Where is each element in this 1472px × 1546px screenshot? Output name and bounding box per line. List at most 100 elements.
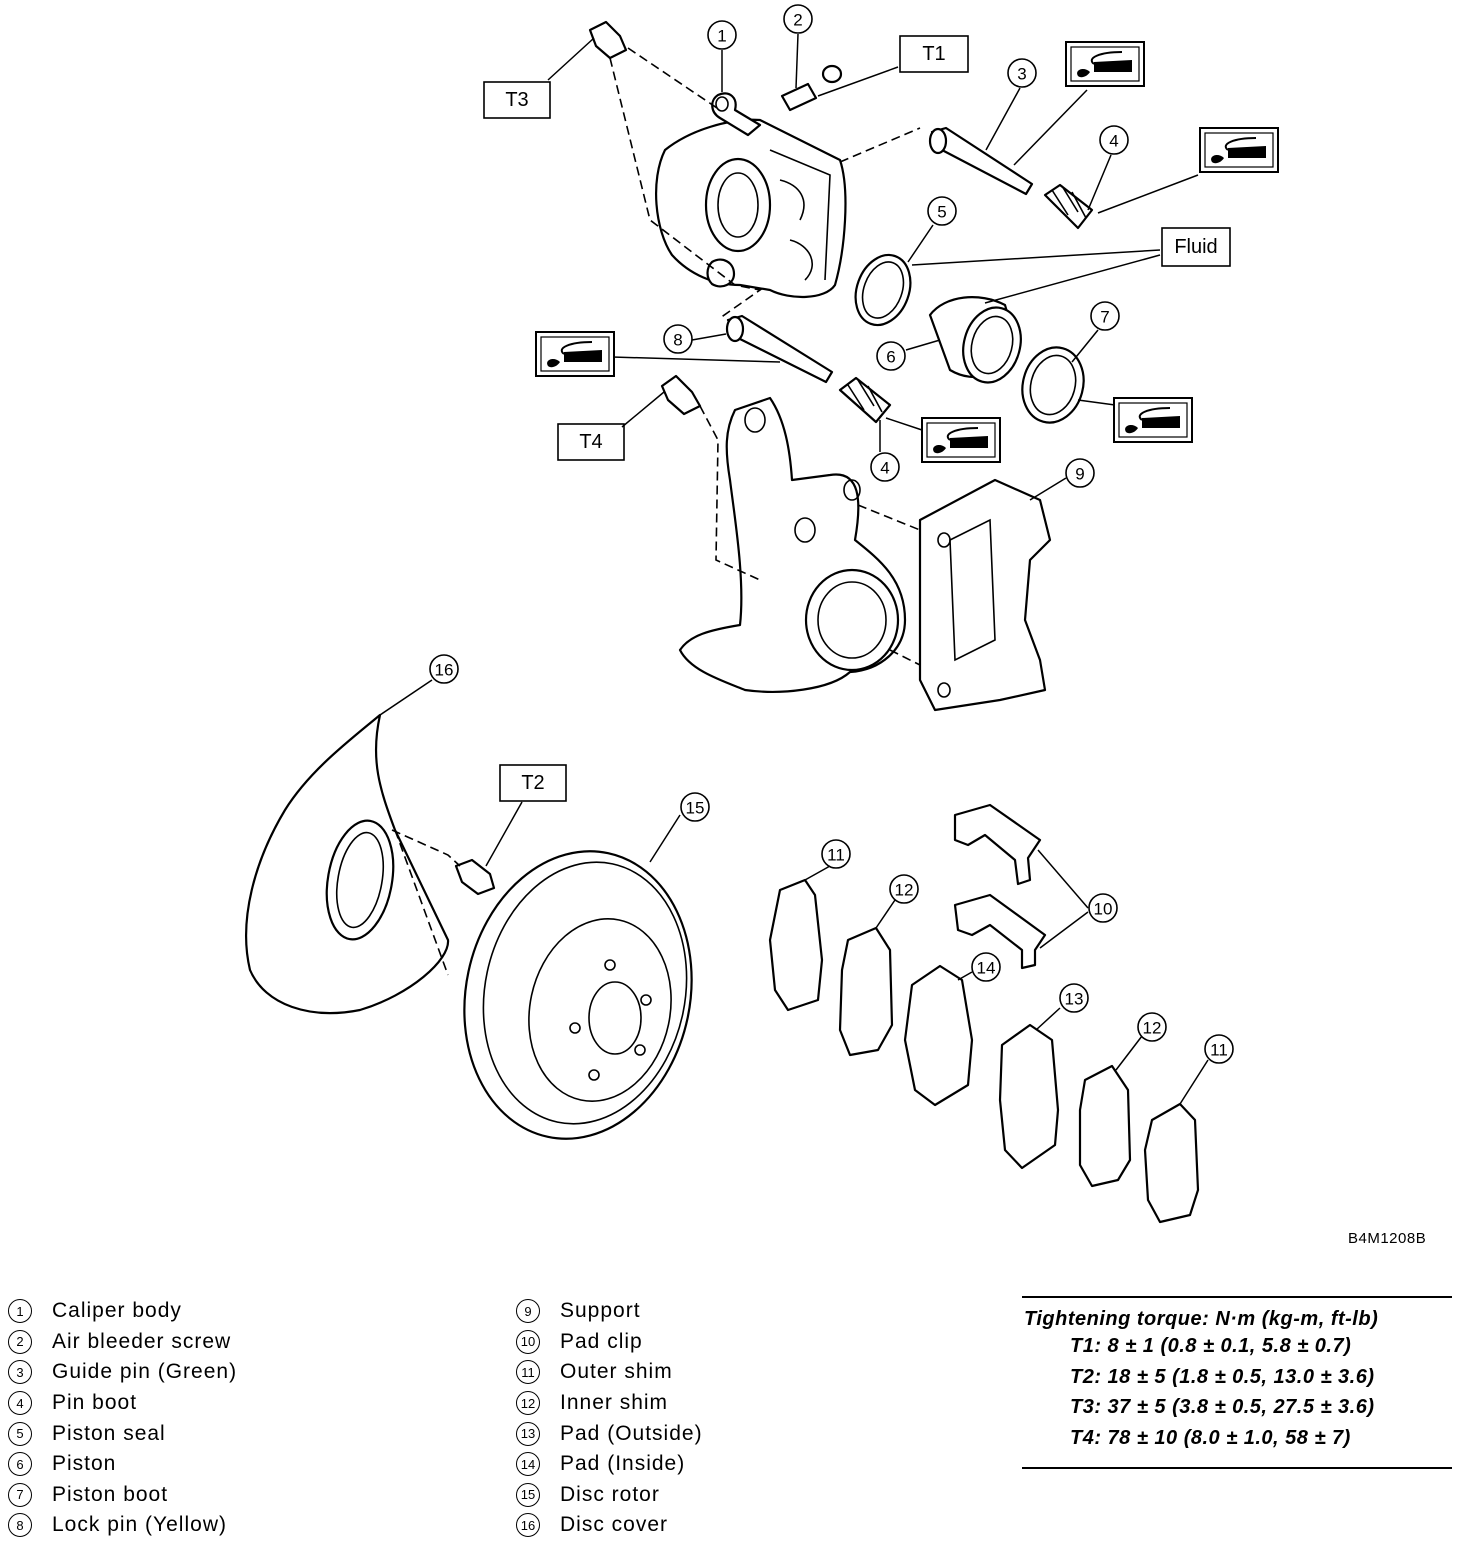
grease-tube-icon bbox=[535, 331, 615, 377]
legend-label: Guide pin (Green) bbox=[52, 1360, 238, 1384]
svg-text:13: 13 bbox=[1065, 990, 1084, 1009]
legend-item: 4 Pin boot bbox=[8, 1388, 237, 1419]
tag-fluid: Fluid bbox=[1161, 227, 1231, 267]
assembly-dash-lines bbox=[391, 47, 921, 976]
legend-number: 13 bbox=[516, 1421, 540, 1446]
piston-seal-drawing bbox=[854, 253, 912, 327]
legend-item: 8 Lock pin (Yellow) bbox=[8, 1510, 237, 1541]
tag-t3: T3 bbox=[483, 81, 551, 119]
svg-text:5: 5 bbox=[937, 203, 946, 222]
legend-label: Inner shim bbox=[560, 1391, 669, 1415]
outer-shim-left-drawing bbox=[768, 878, 824, 1012]
callout-8: 8 bbox=[663, 324, 693, 354]
figure-code: B4M1208B bbox=[1348, 1230, 1427, 1247]
callout-3: 3 bbox=[1007, 58, 1037, 88]
svg-text:3: 3 bbox=[1017, 65, 1026, 84]
legend-label: Pad (Outside) bbox=[560, 1421, 703, 1445]
legend-label: Lock pin (Yellow) bbox=[52, 1513, 227, 1537]
callout-6: 6 bbox=[876, 341, 906, 371]
torque-line: T4: 78 ± 10 (8.0 ± 1.0, 58 ± 7) bbox=[1070, 1426, 1351, 1449]
legend-number: 15 bbox=[516, 1482, 540, 1507]
callout-4-lower: 4 bbox=[870, 452, 900, 482]
legend-number: 10 bbox=[516, 1329, 540, 1354]
legend-item: 3 Guide pin (Green) bbox=[8, 1357, 237, 1388]
bleeder-screw-drawing bbox=[780, 64, 843, 112]
callout-9: 9 bbox=[1065, 458, 1095, 488]
tag-t1: T1 bbox=[899, 35, 969, 73]
grease-icons bbox=[535, 41, 1279, 463]
svg-text:10: 10 bbox=[1094, 900, 1113, 919]
torque-top-rule bbox=[1022, 1296, 1452, 1298]
torque-line: T3: 37 ± 5 (3.8 ± 0.5, 27.5 ± 3.6) bbox=[1070, 1396, 1375, 1418]
legend-label: Disc rotor bbox=[560, 1482, 660, 1506]
callout-13: 13 bbox=[1059, 983, 1089, 1013]
caliper-body-drawing bbox=[655, 92, 847, 299]
pad-inside-drawing bbox=[903, 964, 974, 1107]
legend-label: Piston seal bbox=[52, 1421, 166, 1445]
svg-text:14: 14 bbox=[977, 959, 996, 978]
pin-boot-lower-drawing bbox=[838, 376, 892, 424]
bolt-t2-drawing bbox=[454, 858, 496, 896]
legend-label: Pad (Inside) bbox=[560, 1452, 686, 1476]
legend-label: Pad clip bbox=[560, 1329, 643, 1353]
disc-cover-drawing bbox=[245, 713, 450, 1015]
legend-item: 11 Outer shim bbox=[516, 1357, 703, 1388]
legend-number: 11 bbox=[516, 1360, 540, 1385]
svg-text:6: 6 bbox=[886, 348, 895, 367]
callout-5: 5 bbox=[927, 196, 957, 226]
svg-text:Fluid: Fluid bbox=[1174, 236, 1217, 258]
svg-text:12: 12 bbox=[895, 881, 914, 900]
callout-12-right: 12 bbox=[1137, 1012, 1167, 1042]
steering-knuckle-drawing bbox=[678, 396, 907, 693]
torque-specs: Tightening torque: N·m (kg-m, ft-lb) T1:… bbox=[1022, 1296, 1452, 1469]
grease-tube-icon bbox=[1199, 127, 1279, 173]
callout-11-right: 11 bbox=[1204, 1034, 1234, 1064]
pad-outside-drawing bbox=[998, 1023, 1060, 1170]
svg-text:15: 15 bbox=[686, 799, 705, 818]
legend-number: 8 bbox=[8, 1513, 32, 1538]
grease-tube-icon bbox=[921, 417, 1001, 463]
legend-label: Caliper body bbox=[52, 1299, 182, 1323]
callout-11-left: 11 bbox=[821, 839, 851, 869]
svg-text:4: 4 bbox=[880, 459, 889, 478]
callout-2: 2 bbox=[783, 4, 813, 34]
leader-lines bbox=[379, 33, 1209, 1105]
bolt-t3-drawing bbox=[588, 20, 628, 60]
tag-t4: T4 bbox=[557, 423, 625, 461]
svg-text:T3: T3 bbox=[505, 89, 528, 111]
legend-label: Piston boot bbox=[52, 1482, 169, 1506]
piston-boot-drawing bbox=[1021, 346, 1085, 424]
legend-number: 4 bbox=[8, 1391, 32, 1416]
svg-text:11: 11 bbox=[827, 846, 845, 865]
lock-pin-drawing bbox=[725, 314, 834, 384]
svg-text:9: 9 bbox=[1075, 465, 1084, 484]
legend-number: 12 bbox=[516, 1391, 540, 1416]
svg-text:T4: T4 bbox=[579, 431, 602, 453]
piston-drawing bbox=[928, 296, 1022, 384]
brake-exploded-diagram: 1 2 3 4 4 5 6 7 8 9 10 11 11 12 12 13 14… bbox=[245, 4, 1279, 1224]
legend-item: 12 Inner shim bbox=[516, 1388, 703, 1419]
pad-clips-drawing bbox=[953, 803, 1047, 970]
bolt-t4-drawing bbox=[660, 374, 702, 416]
callout-14: 14 bbox=[971, 952, 1001, 982]
torque-bottom-rule bbox=[1022, 1467, 1452, 1469]
legend-number: 9 bbox=[516, 1299, 540, 1324]
legend-label: Outer shim bbox=[560, 1360, 673, 1384]
callout-12-left: 12 bbox=[889, 874, 919, 904]
callout-15: 15 bbox=[680, 792, 710, 822]
svg-text:16: 16 bbox=[435, 661, 454, 680]
svg-text:T1: T1 bbox=[922, 43, 945, 65]
legend-item: 13 Pad (Outside) bbox=[516, 1418, 703, 1449]
legend-label: Pin boot bbox=[52, 1391, 138, 1415]
legend-number: 3 bbox=[8, 1360, 32, 1385]
legend-number: 6 bbox=[8, 1452, 32, 1477]
torque-line: T2: 18 ± 5 (1.8 ± 0.5, 13.0 ± 3.6) bbox=[1070, 1365, 1375, 1388]
